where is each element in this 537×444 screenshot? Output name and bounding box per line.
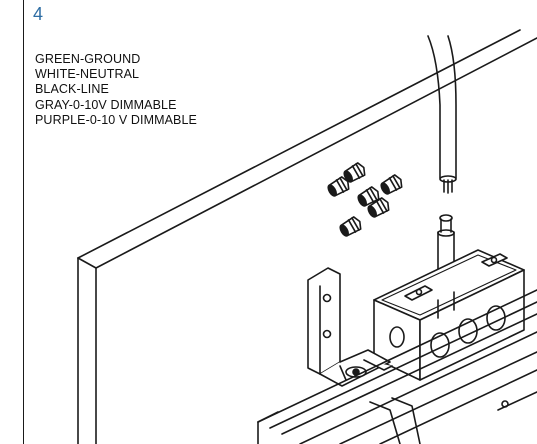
mounting-bracket <box>307 267 393 387</box>
legend-item-ground: GREEN-GROUND <box>35 52 141 66</box>
legend-item-neutral: WHITE-NEUTRAL <box>35 67 140 82</box>
wire-nut <box>357 186 380 207</box>
step-number: 4 <box>33 4 44 24</box>
wire-nut <box>380 174 403 195</box>
junction-box <box>373 249 525 381</box>
supply-cable <box>427 35 457 194</box>
wire-nut <box>343 162 366 183</box>
fixture-housing <box>257 289 537 444</box>
legend-item-gray-dimming: GRAY-0-10V DIMMABLE <box>35 97 177 112</box>
wire-nuts <box>327 162 403 237</box>
legend-item-line: BLACK-LINE <box>35 82 109 97</box>
page-frame-line <box>23 0 24 444</box>
wire-color-legend: GREEN-GROUND WHITE-NEUTRAL BLACK-LINE GR… <box>35 52 197 128</box>
wire-nut <box>367 197 390 218</box>
legend-item-purple-dimming: PURPLE-0-10 V DIMMABLE <box>35 112 197 127</box>
ceiling-panel <box>77 29 537 444</box>
wire-nut <box>339 216 362 237</box>
wire-nut <box>327 176 350 197</box>
